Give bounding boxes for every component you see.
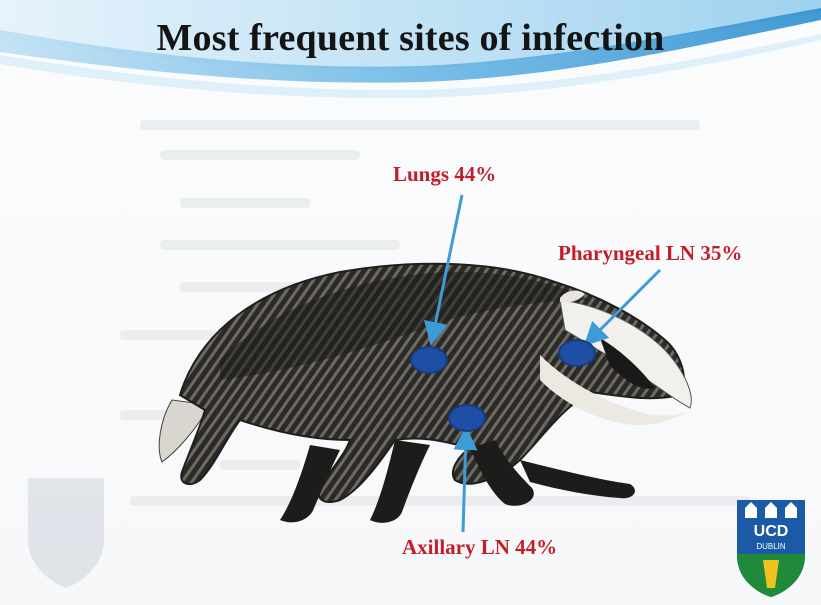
lungs-arrow xyxy=(432,195,462,340)
pharyngeal-arrow xyxy=(588,270,660,342)
pharyngeal-label: Pharyngeal LN 35% xyxy=(558,241,742,266)
lungs-label: Lungs 44% xyxy=(393,162,496,187)
ucd-logo: UCD DUBLIN xyxy=(735,498,807,598)
lungs-site-marker xyxy=(410,346,448,374)
ucd-logo-text: UCD xyxy=(754,523,789,540)
ucd-logo-subtext: DUBLIN xyxy=(756,542,786,551)
pharyngeal-site-marker xyxy=(558,339,596,367)
axillary-label: Axillary LN 44% xyxy=(402,535,557,560)
axillary-arrow xyxy=(463,432,466,532)
axillary-site-marker xyxy=(448,404,486,432)
